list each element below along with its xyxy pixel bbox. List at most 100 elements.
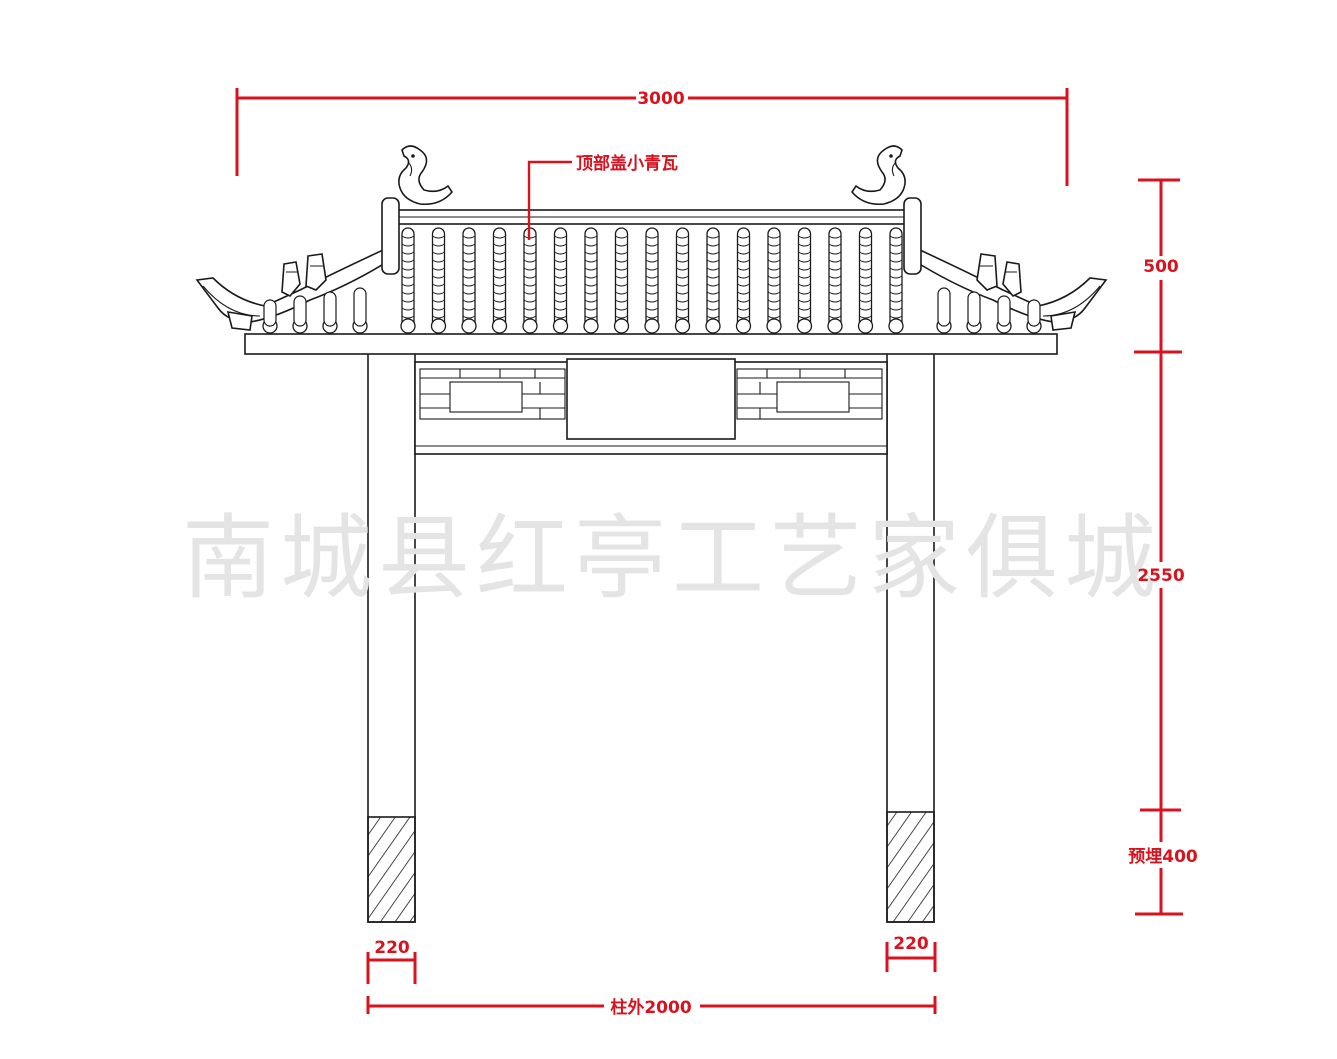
tile-seam <box>584 243 598 247</box>
tile-column <box>401 227 415 333</box>
overall-width-label: 3000 <box>637 89 684 109</box>
left-ridge-post <box>381 197 400 275</box>
tile-seam <box>615 259 628 263</box>
embed-depth-label: 预埋400 <box>1128 847 1198 867</box>
tile-seam <box>554 291 567 295</box>
tile-seam <box>432 243 445 247</box>
tile-column <box>645 227 659 333</box>
tile-seam <box>706 291 720 295</box>
tile-seam <box>493 315 506 319</box>
tile-seam <box>706 307 720 311</box>
tile-column <box>967 291 981 327</box>
tile-seam <box>615 299 628 303</box>
tile-seam <box>828 267 842 271</box>
tile-seam <box>798 243 811 247</box>
tile-seam <box>401 291 415 295</box>
dimension-vertical: 500 2550 预埋400 <box>1128 178 1198 916</box>
tile-seam <box>645 235 659 239</box>
tile-seam <box>615 291 628 295</box>
tile-end-cap <box>400 318 416 334</box>
tile-end-cap <box>583 318 599 334</box>
tile-seam <box>676 291 689 295</box>
left-embed-hatch <box>367 816 416 923</box>
tile-seam <box>554 307 567 311</box>
tile-seam <box>767 315 781 319</box>
tile-seam <box>645 315 659 319</box>
tile-seam <box>676 243 689 247</box>
tile-seam <box>737 243 750 247</box>
tile-seam <box>645 267 659 271</box>
tile-seam <box>432 259 445 263</box>
tile-seam <box>676 283 689 287</box>
tile-seam <box>615 243 628 247</box>
tile-column <box>675 227 690 333</box>
tile-end-cap <box>766 318 782 334</box>
tile-seam <box>767 267 781 271</box>
tile-seam <box>889 267 903 271</box>
right-ridge-ornament <box>850 145 906 206</box>
tile-column <box>937 287 951 327</box>
tile-seam <box>767 251 781 255</box>
tile-seam <box>401 243 415 247</box>
left-column-width-label: 220 <box>374 938 410 958</box>
roof-note-label: 顶部盖小青瓦 <box>576 153 678 174</box>
tile-seam <box>676 315 689 319</box>
tile-seam <box>828 283 842 287</box>
tile-seam <box>523 315 537 319</box>
tile-end-cap <box>552 318 569 334</box>
tile-seam <box>676 275 689 279</box>
right-column-width-label: 220 <box>893 934 929 954</box>
tile-seam <box>889 291 903 295</box>
tile-seam <box>828 259 842 263</box>
tile-seam <box>676 299 689 303</box>
tile-seam <box>645 299 659 303</box>
tile-seam <box>767 235 781 239</box>
tile-seam <box>401 299 415 303</box>
tile-end-cap <box>644 318 660 334</box>
tile-seam <box>432 307 445 311</box>
tile-seam <box>523 299 537 303</box>
tile-column <box>997 295 1011 327</box>
tile-column <box>431 227 446 333</box>
tile-seam <box>767 275 781 279</box>
tile-seam <box>767 291 781 295</box>
tile-seam <box>615 251 628 255</box>
left-eave-beasts <box>281 253 327 297</box>
tile-seam <box>493 235 506 239</box>
tile-end-cap <box>522 318 538 334</box>
tile-seam <box>859 243 872 247</box>
tile-seam <box>401 259 415 263</box>
tile-seam <box>554 267 567 271</box>
roof <box>195 145 1108 355</box>
dimension-outer-span: 柱外2000 <box>366 996 937 1018</box>
tile-seam <box>584 299 598 303</box>
tile-column <box>323 291 337 327</box>
tile-seam <box>737 235 750 239</box>
tile-column <box>462 227 476 333</box>
tile-seam <box>798 251 811 255</box>
tile-seam <box>645 291 659 295</box>
tile-seam <box>889 283 903 287</box>
watermark-text: 南城县红亭工艺家俱城 <box>182 505 1162 612</box>
tile-seam <box>859 283 872 287</box>
tile-seam <box>493 259 506 263</box>
tile-seam <box>645 283 659 287</box>
tile-seam <box>676 307 689 311</box>
tile-end-cap <box>857 318 874 334</box>
tile-seam <box>737 275 750 279</box>
tile-end-cap <box>491 318 508 334</box>
tile-end-cap <box>796 318 813 334</box>
tile-seam <box>615 283 628 287</box>
tile-seam <box>615 307 628 311</box>
tile-seam <box>615 315 628 319</box>
tile-seam <box>859 267 872 271</box>
tile-column <box>889 227 903 333</box>
tile-seam <box>523 275 537 279</box>
tile-seam <box>889 315 903 319</box>
tile-seam <box>859 307 872 311</box>
tile-seam <box>554 251 567 255</box>
tile-seam <box>706 283 720 287</box>
tile-seam <box>767 307 781 311</box>
tile-seam <box>554 275 567 279</box>
tile-end-cap <box>827 318 843 334</box>
